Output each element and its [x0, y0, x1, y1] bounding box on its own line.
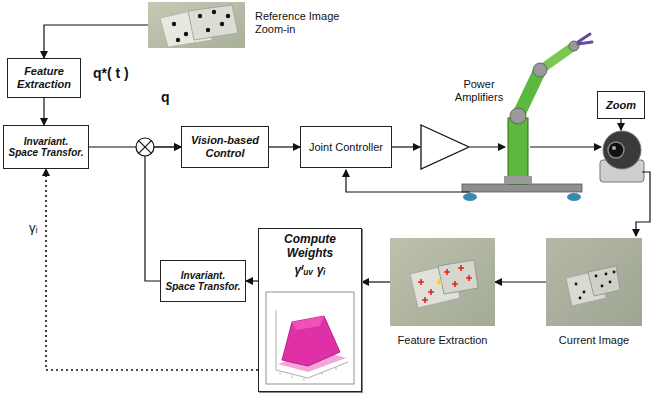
arrow-connector — [362, 281, 390, 282]
camera — [600, 131, 644, 182]
image-caption: Current Image — [542, 334, 646, 347]
signal-label: q — [160, 90, 171, 105]
dotted-connector — [46, 169, 258, 370]
arrow-connector — [495, 281, 546, 282]
box-label: Invariant. Space Transfor. — [165, 270, 241, 293]
arrow-connector — [43, 98, 44, 125]
box-label: Invariant. Space Transfor. — [8, 136, 84, 159]
arrow-connector — [392, 146, 420, 147]
feature-photo — [390, 238, 495, 326]
formula: γⁱᵤᵥ γᵢ — [259, 263, 361, 277]
image-caption: Power Amplifiers — [448, 78, 510, 104]
arrow-connector — [246, 280, 258, 281]
weight-plot — [262, 290, 358, 388]
box-label: Zoom — [606, 99, 636, 112]
reference-image: Reference Image Zoom-in — [148, 2, 245, 48]
box-title: Compute Weights — [274, 233, 346, 261]
box-label: Joint Controller — [309, 141, 383, 154]
image-caption: Feature Extraction — [384, 334, 501, 347]
amplifier-triangle — [420, 124, 470, 170]
current-image: Current Image — [546, 238, 642, 326]
arrow-connector — [44, 25, 148, 58]
process-box: Zoom — [597, 91, 645, 119]
image-caption: Reference Image Zoom-in — [255, 10, 351, 36]
reference-photo — [148, 2, 245, 48]
process-box: Feature Extraction — [7, 58, 81, 98]
amplifier: Power Amplifiers — [420, 124, 470, 170]
process-box: Invariant. Space Transfor. — [160, 260, 246, 302]
box-label: Vision-based Control — [186, 134, 264, 159]
process-box: Invariant. Space Transfor. — [3, 125, 89, 169]
robot-arm — [462, 34, 592, 201]
signal-label: q*( t ) — [92, 66, 130, 81]
signal-label: γᵢ — [28, 221, 39, 235]
box-label: Feature Extraction — [12, 65, 76, 90]
summing-junction — [136, 138, 154, 156]
weights-box: Compute Weights γⁱᵤᵥ γᵢ — [258, 228, 362, 392]
arrow-connector — [269, 146, 300, 147]
process-box: Vision-based Control — [181, 126, 269, 168]
process-box: Joint Controller — [300, 126, 392, 168]
feature-image: Feature Extraction — [390, 238, 495, 326]
current-photo — [546, 238, 642, 326]
